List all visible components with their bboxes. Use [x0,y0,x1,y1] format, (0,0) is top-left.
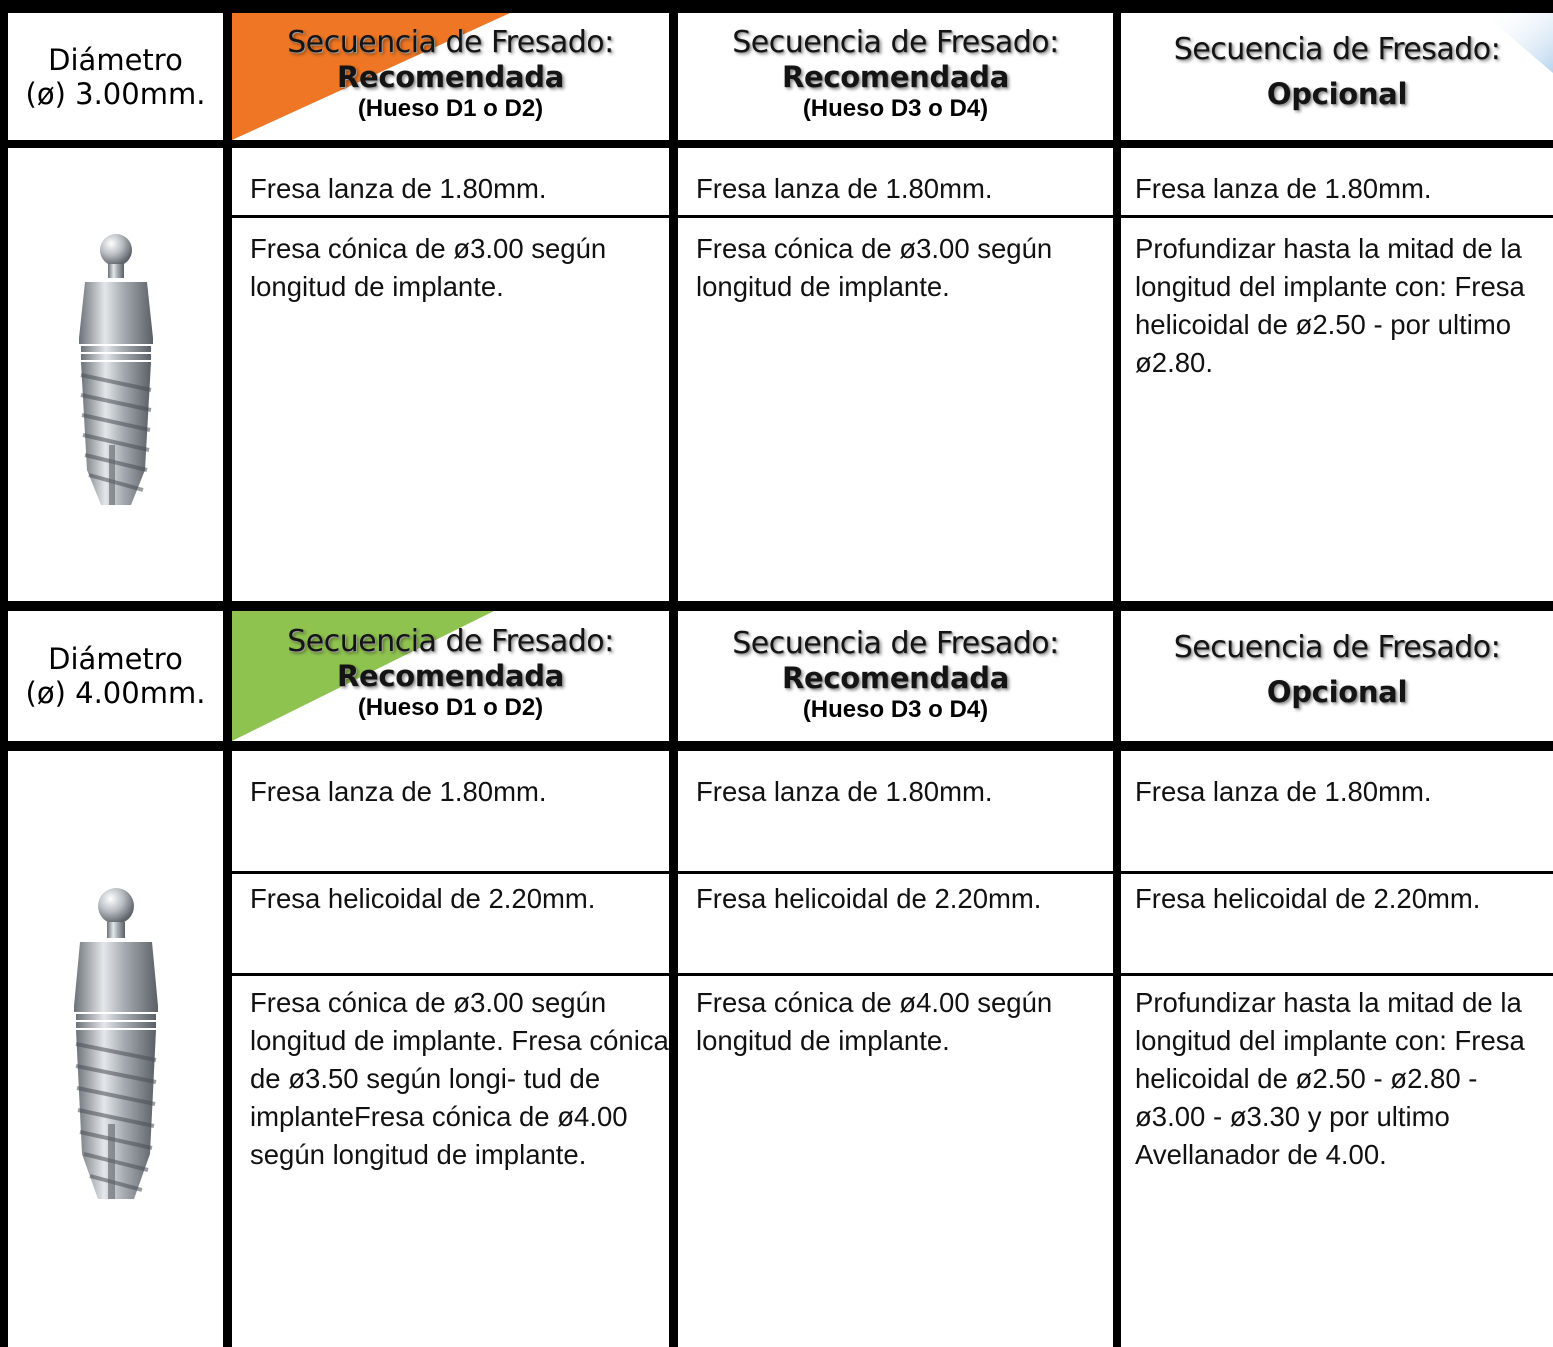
diameter-label-line2: (ø) 3.00mm. [25,76,206,111]
step-cell: Fresa lanza de 1.80mm. [1121,751,1553,871]
implant-icon [78,233,153,505]
header-title: Secuencia de Fresado: [1173,630,1501,665]
header-recommended-d3-d4: Secuencia de Fresado: Recomendada (Hueso… [678,611,1113,741]
step-cell: Fresa lanza de 1.80mm. [232,148,669,215]
step-cell: Fresa lanza de 1.80mm. [678,148,1113,215]
step-cell: Profundizar hasta la mitad de la longitu… [1121,976,1553,1347]
header-recommended-d1-d2: Secuencia de Fresado: Recomendada (Hueso… [232,611,669,741]
diameter-label-line1: Diámetro [48,642,183,676]
header-title: Secuencia de Fresado: [287,25,614,60]
header-subtitle: Recomendada [336,60,564,94]
header-bone-type: (Hueso D1 o D2) [357,694,544,721]
header-subtitle: Opcional [1266,675,1408,709]
diameter-label-line2: (ø) 4.00mm. [25,676,206,710]
header-bone-type: (Hueso D1 o D2) [357,95,544,122]
decorative-swoosh [1483,13,1553,73]
diameter-label-3-00: Diámetro (ø) 3.00mm. [8,13,223,140]
header-title: Secuencia de Fresado: [732,626,1059,661]
implant-image-3-00 [8,148,223,601]
step-cell: Fresa cónica de ø4.00 según longitud de … [678,976,1113,1347]
header-optional: Secuencia de Fresado: Opcional [1121,13,1553,140]
header-title: Secuencia de Fresado: [732,25,1059,60]
step-cell: Fresa helicoidal de 2.20mm. [678,874,1113,973]
header-recommended-d1-d2: Secuencia de Fresado: Recomendada (Hueso… [232,13,669,140]
diameter-label-4-00: Diámetro (ø) 4.00mm. [8,611,223,741]
header-subtitle: Recomendada [336,659,564,693]
step-cell: Profundizar hasta la mitad de la longitu… [1121,218,1553,601]
step-cell: Fresa helicoidal de 2.20mm. [232,874,669,973]
header-title: Secuencia de Fresado: [1173,32,1501,67]
step-cell: Fresa cónica de ø3.00 según longitud de … [232,976,669,1347]
step-cell: Fresa cónica de ø3.00 según longitud de … [678,218,1113,601]
step-cell: Fresa lanza de 1.80mm. [232,751,669,871]
diameter-label-line1: Diámetro [48,42,183,77]
orange-corner-triangle [232,13,510,140]
header-bone-type: (Hueso D3 o D4) [802,95,989,122]
header-optional: Secuencia de Fresado: Opcional [1121,611,1553,741]
step-cell: Fresa helicoidal de 2.20mm. [1121,874,1553,973]
implant-icon [73,888,158,1199]
header-bone-type: (Hueso D3 o D4) [802,696,989,723]
header-title: Secuencia de Fresado: [287,624,614,659]
green-corner-triangle [232,611,494,741]
step-cell: Fresa cónica de ø3.00 según longitud de … [232,218,669,601]
step-cell: Fresa lanza de 1.80mm. [678,751,1113,871]
implant-image-4-00 [8,751,223,1347]
step-cell: Fresa lanza de 1.80mm. [1121,148,1553,215]
header-subtitle: Recomendada [781,60,1009,94]
header-subtitle: Opcional [1266,77,1408,111]
header-subtitle: Recomendada [781,661,1009,695]
header-recommended-d3-d4: Secuencia de Fresado: Recomendada (Hueso… [678,13,1113,140]
